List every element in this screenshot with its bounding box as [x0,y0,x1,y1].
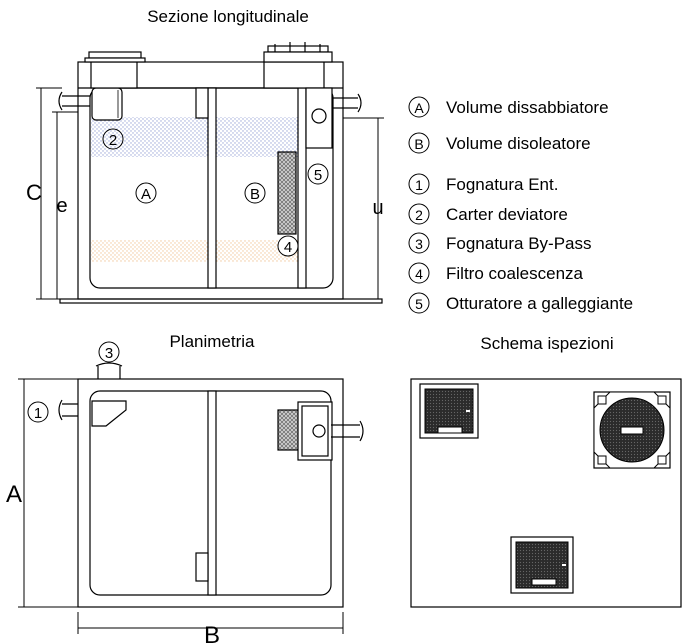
dim-label-e: e [56,195,67,217]
collar-right [263,61,325,89]
svg-text:1: 1 [415,177,423,193]
callout-3-plan: 3 [98,341,120,363]
section-title: Sezione longitudinale [147,7,309,26]
callout-4-section: 4 [277,235,299,257]
plan-small-pipe [195,552,209,582]
section-view [58,42,383,304]
svg-text:3: 3 [415,236,423,252]
legend-item-4: 4 Filtro coalescenza [408,262,584,284]
svg-text:B: B [250,186,260,203]
svg-text:Otturatore a galleggiante: Otturatore a galleggiante [446,294,633,313]
svg-text:Volume dissabbiatore: Volume dissabbiatore [446,98,609,117]
svg-text:1: 1 [34,405,42,422]
coalescence-filter [277,151,297,235]
svg-text:Carter deviatore: Carter deviatore [446,205,568,224]
oil-zone [91,117,302,157]
legend-item-1: 1 Fognatura Ent. [408,173,558,195]
callout-1-plan: 1 [27,401,49,423]
zone-marker-b: B [244,182,266,204]
svg-text:4: 4 [284,239,292,256]
legend-item-b: B Volume disoleatore [408,132,591,154]
dim-label-c: C [26,180,42,205]
svg-text:5: 5 [415,296,423,312]
legend-item-3: 3 Fognatura By-Pass [408,232,592,254]
svg-text:3: 3 [105,345,113,362]
svg-text:2: 2 [109,132,117,149]
svg-text:Filtro coalescenza: Filtro coalescenza [446,264,584,283]
outlet-pipe [333,97,358,109]
dim-label-u: u [372,197,383,219]
legend-item-2: 2 Carter deviatore [408,203,568,225]
callout-5-section: 5 [307,163,329,185]
svg-text:4: 4 [415,266,423,282]
inspections-view [410,378,682,608]
bypass-pipe [97,366,121,379]
inlet-deviator [91,87,123,121]
dividing-wall [207,87,217,289]
svg-text:B: B [414,136,423,152]
zone-marker-a: A [135,182,157,204]
svg-text:5: 5 [314,167,322,184]
plan-deviator [91,400,127,427]
base-plate [59,298,383,304]
plan-view [58,362,364,608]
plan-outlet-pipe [331,424,360,438]
svg-text:2: 2 [415,207,423,223]
svg-text:Volume disoleatore: Volume disoleatore [446,134,591,153]
sand-zone [91,240,302,262]
plan-title: Planimetria [169,332,255,351]
plan-outer-wall [77,378,344,608]
plan-dimensions [18,378,344,634]
float-shutter [311,108,327,124]
callout-2-section: 2 [102,128,124,150]
section-dimensions [36,87,384,300]
square-cover-bottom [510,536,574,594]
legend-item-a: A Volume dissabbiatore [408,96,609,118]
legend-item-5: 5 Otturatore a galleggiante [408,292,633,314]
legend: A Volume dissabbiatore B Volume disoleat… [408,96,633,314]
overflow-pipe [195,87,209,119]
collar-left [90,61,138,89]
cover-right-section [267,45,329,53]
dim-label-b: B [204,622,220,643]
plan-dividing-wall [207,390,217,596]
square-cover-top-left [419,383,479,439]
svg-text:A: A [414,100,424,116]
round-cover-top-right [593,391,671,469]
svg-text:A: A [141,186,151,203]
inlet-pipe [62,95,90,107]
inspections-title: Schema ispezioni [480,334,613,353]
dim-label-a: A [6,481,22,508]
outlet-baffle [297,87,307,289]
cover-left-section [88,51,142,59]
svg-text:Fognatura Ent.: Fognatura Ent. [446,175,558,194]
svg-text:Fognatura By-Pass: Fognatura By-Pass [446,234,592,253]
plan-inlet-pipe [62,403,78,417]
